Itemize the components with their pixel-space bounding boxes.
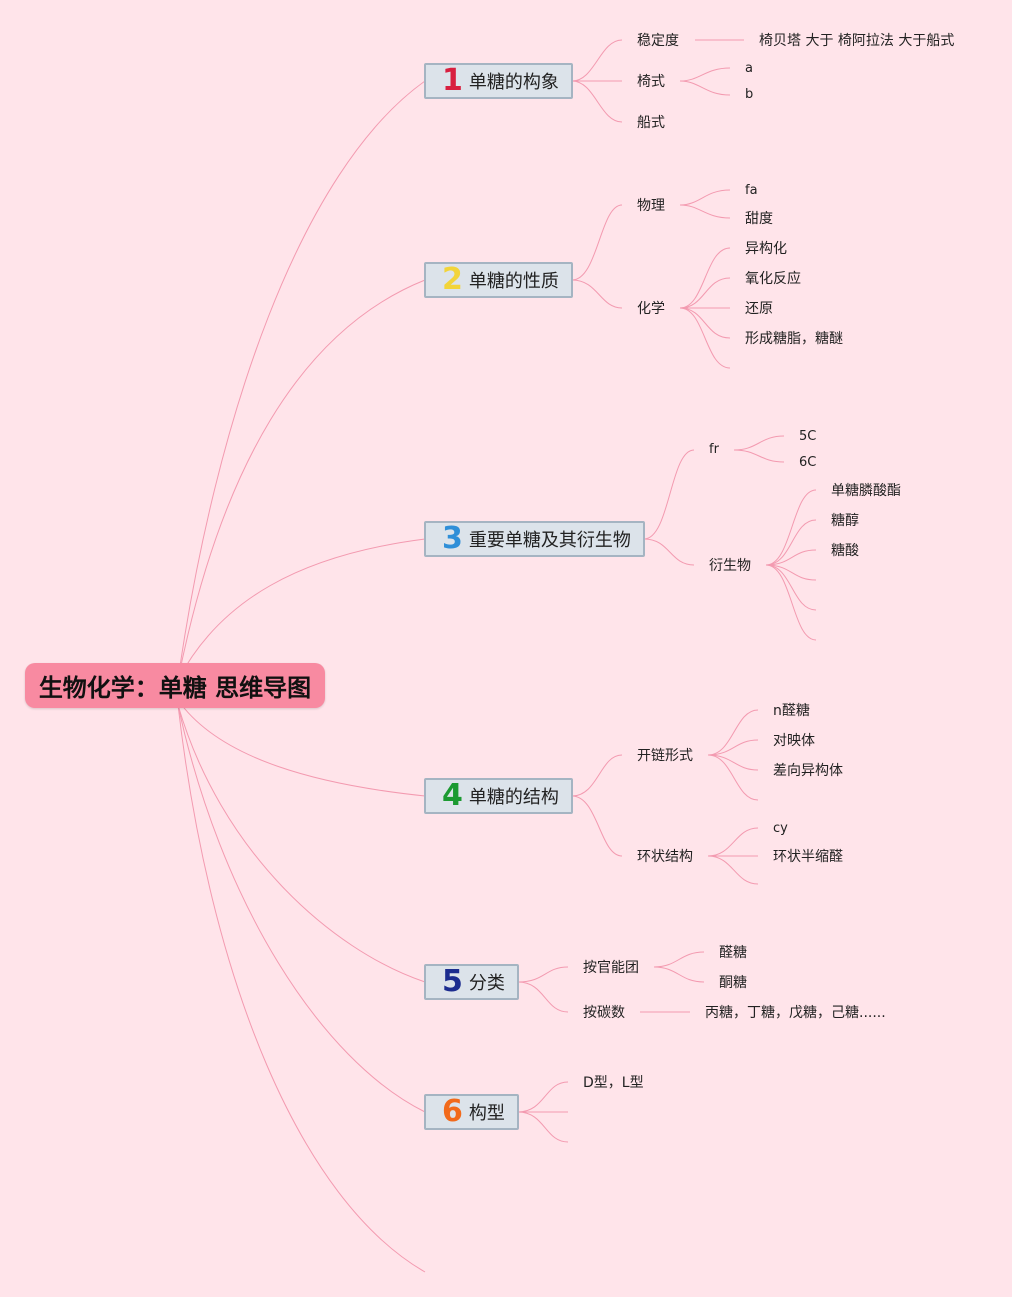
topic-label: 单糖的性质: [468, 271, 559, 292]
topic-structure[interactable]: 4 单糖的结构: [424, 778, 573, 814]
link-t1-chair-b: [679, 80, 731, 96]
link-t2-chem-4: [679, 307, 731, 339]
link-root-topic2: [177, 279, 426, 681]
node-chair-a[interactable]: a: [745, 61, 753, 76]
link-t3-fr: [643, 449, 695, 540]
node-carbon-count[interactable]: 按碳数: [583, 1005, 625, 1021]
link-t3-der-3: [765, 549, 817, 566]
link-t1-boat: [571, 80, 623, 123]
node-reduction[interactable]: 还原: [745, 301, 773, 317]
link-t4-ring-1: [707, 827, 759, 857]
link-t4-ring: [571, 795, 623, 857]
node-cy[interactable]: cy: [773, 821, 788, 836]
link-t1-stability: [571, 39, 623, 82]
topic-configuration[interactable]: 6 构型: [424, 1094, 519, 1130]
link-t6-1: [517, 1081, 569, 1113]
link-t3-der-5: [765, 564, 817, 611]
topic-label: 重要单糖及其衍生物: [468, 530, 631, 551]
node-isomerization[interactable]: 异构化: [745, 241, 787, 257]
number-4-icon: 4: [442, 778, 463, 813]
link-root-topic4: [177, 699, 426, 797]
link-t2-physical: [571, 204, 623, 281]
link-t3-der-1: [765, 489, 817, 566]
link-t5-func-1: [653, 951, 705, 968]
node-6c[interactable]: 6C: [799, 455, 817, 470]
link-t2-chem-1: [679, 247, 731, 309]
link-t6-3: [517, 1111, 569, 1143]
link-t4-ring-3: [707, 855, 759, 885]
link-root-topic5: [177, 704, 426, 983]
node-chemical[interactable]: 化学: [637, 301, 665, 317]
node-open-chain[interactable]: 开链形式: [637, 748, 693, 764]
node-ester-ether[interactable]: 形成糖脂，糖醚: [745, 331, 843, 347]
node-functional-group[interactable]: 按官能团: [583, 960, 639, 976]
number-3-icon: 3: [442, 521, 463, 556]
link-root-topic3: [177, 538, 426, 681]
topic-properties[interactable]: 2 单糖的性质: [424, 262, 573, 298]
node-stability-order[interactable]: 椅贝塔 大于 椅阿拉法 大于船式: [759, 33, 955, 49]
link-root-extra: [177, 704, 426, 1273]
node-d-l-type[interactable]: D型，L型: [583, 1075, 644, 1091]
link-root-topic1: [177, 80, 426, 681]
link-root-topic6: [177, 704, 426, 1113]
number-6-icon: 6: [442, 1094, 463, 1129]
node-boat[interactable]: 船式: [637, 115, 665, 131]
node-stability[interactable]: 稳定度: [637, 33, 679, 49]
topic-label: 单糖的构象: [468, 72, 559, 93]
node-chair-b[interactable]: b: [745, 87, 754, 102]
node-carbon-list[interactable]: 丙糖，丁糖，戊糖，己糖......: [705, 1005, 886, 1021]
node-sweetness[interactable]: 甜度: [745, 211, 773, 227]
link-t5-carbon: [517, 981, 569, 1013]
node-fa[interactable]: fa: [745, 183, 758, 198]
node-n-aldose[interactable]: n醛糖: [773, 703, 810, 719]
link-t4-open: [571, 754, 623, 797]
node-aldose[interactable]: 醛糖: [719, 945, 747, 961]
link-t3-fr-6c: [733, 449, 785, 463]
link-t3-fr-5c: [733, 435, 785, 451]
topic-conformation[interactable]: 1 单糖的构象: [424, 63, 573, 99]
link-t4-open-4: [707, 754, 759, 801]
topic-label: 构型: [468, 1103, 505, 1124]
number-1-icon: 1: [442, 63, 463, 98]
node-physical[interactable]: 物理: [637, 198, 665, 214]
link-t3-der-2: [765, 519, 817, 566]
number-5-icon: 5: [442, 964, 463, 999]
link-t2-chemical: [571, 279, 623, 309]
link-t2-chem-5: [679, 307, 731, 369]
node-5c[interactable]: 5C: [799, 429, 817, 444]
node-hemiacetal[interactable]: 环状半缩醛: [773, 849, 843, 865]
node-ring[interactable]: 环状结构: [637, 849, 693, 865]
link-t3-derivative: [643, 538, 695, 566]
node-sugar-acid[interactable]: 糖酸: [831, 543, 859, 559]
central-topic[interactable]: 生物化学：单糖 思维导图: [25, 663, 325, 708]
number-2-icon: 2: [442, 262, 463, 297]
topic-derivatives[interactable]: 3 重要单糖及其衍生物: [424, 521, 645, 557]
link-t2-physical-sweet: [679, 204, 731, 219]
node-phosphate-ester[interactable]: 单糖膦酸酯: [831, 483, 901, 499]
node-derivative[interactable]: 衍生物: [709, 558, 751, 574]
topic-label: 分类: [468, 973, 505, 994]
link-t5-func: [517, 966, 569, 983]
node-fr[interactable]: fr: [709, 442, 719, 457]
link-t1-chair-a: [679, 67, 731, 82]
link-t3-der-4: [765, 564, 817, 581]
node-enantiomer[interactable]: 对映体: [773, 733, 815, 749]
link-t3-der-6: [765, 564, 817, 641]
link-t4-open-2: [707, 739, 759, 756]
node-epimer[interactable]: 差向异构体: [773, 763, 843, 779]
link-t4-open-3: [707, 754, 759, 771]
node-ketose[interactable]: 酮糖: [719, 975, 747, 991]
topic-label: 单糖的结构: [468, 787, 559, 808]
topic-classification[interactable]: 5 分类: [424, 964, 519, 1000]
link-t2-physical-fa: [679, 189, 731, 206]
node-oxidation[interactable]: 氧化反应: [745, 271, 801, 287]
link-t5-func-2: [653, 966, 705, 983]
link-t2-chem-2: [679, 277, 731, 309]
node-chair[interactable]: 椅式: [637, 74, 665, 90]
node-sugar-alcohol[interactable]: 糖醇: [831, 513, 859, 529]
link-t4-open-1: [707, 709, 759, 756]
